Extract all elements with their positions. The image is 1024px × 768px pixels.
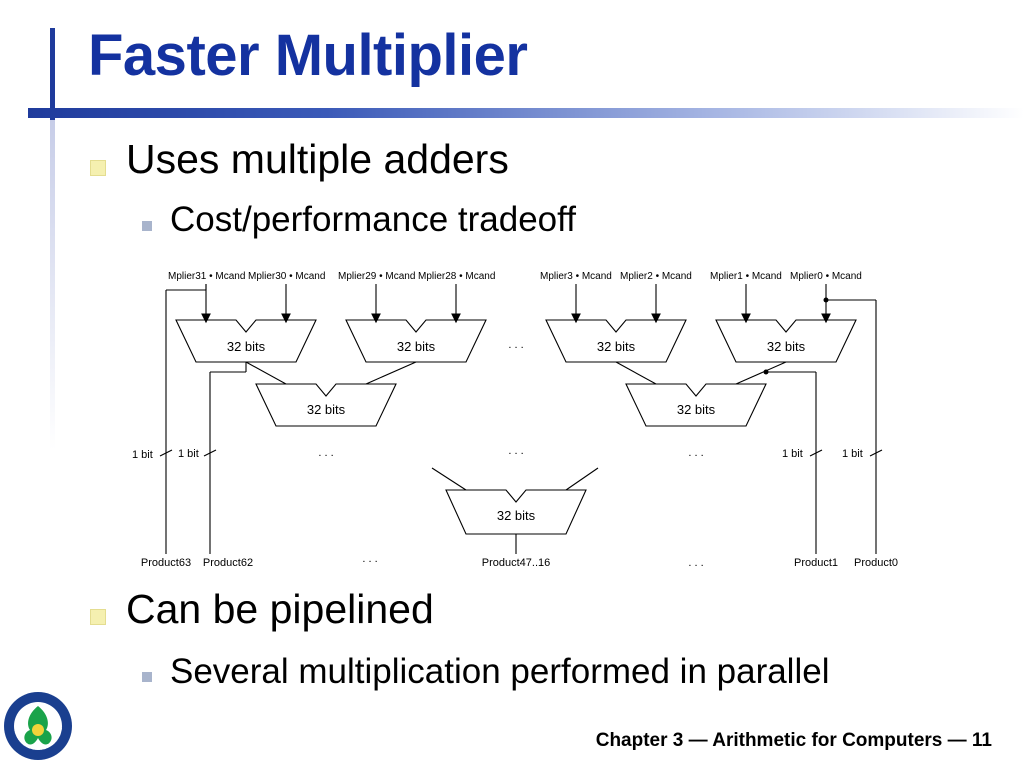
adder-label: 32 bits (677, 402, 716, 417)
input-label: Mplier2 • Mcand (620, 271, 692, 282)
slide-title: Faster Multiplier (88, 23, 528, 88)
bus-label: 1 bit (132, 449, 153, 461)
adder-top-2 (345, 319, 487, 363)
input-label: Mplier0 • Mcand (790, 271, 862, 282)
bullet-marker (90, 609, 106, 625)
ellipsis: . . . (688, 557, 703, 569)
adder-label: 32 bits (497, 508, 536, 523)
ellipsis: . . . (508, 445, 523, 457)
output-label: Product1 (794, 557, 838, 569)
adder-label: 32 bits (307, 402, 346, 417)
sub-bullet-text-2: Several multiplication performed in para… (170, 652, 830, 691)
output-label: Product47..16 (482, 557, 551, 569)
output-label: Product63 (141, 557, 191, 569)
input-label: Mplier3 • Mcand (540, 271, 612, 282)
bus-label: 1 bit (842, 448, 863, 460)
adder-label: 32 bits (227, 339, 266, 354)
adder-final (445, 489, 587, 535)
input-label: Mplier30 • Mcand (248, 271, 325, 282)
bullet-marker (90, 160, 106, 176)
input-label: Mplier29 • Mcand (338, 271, 415, 282)
adder-label: 32 bits (767, 339, 806, 354)
output-label: Product62 (203, 557, 253, 569)
input-label: Mplier1 • Mcand (710, 271, 782, 282)
sub-bullet-text-1: Cost/performance tradeoff (170, 200, 576, 239)
adder-label: 32 bits (397, 339, 436, 354)
bullet-text-1: Uses multiple adders (126, 136, 509, 182)
accent-bar-fade (50, 120, 55, 450)
output-label: Product0 (854, 557, 898, 569)
bullet-text-2: Can be pipelined (126, 586, 434, 632)
adder-top-4 (715, 319, 857, 363)
adder-top-3 (545, 319, 687, 363)
ellipsis: . . . (362, 553, 377, 565)
input-label: Mplier31 • Mcand (168, 271, 245, 282)
bus-label: 1 bit (782, 448, 803, 460)
bus-label: 1 bit (178, 448, 199, 460)
accent-bar-horizontal (28, 108, 1024, 118)
ellipsis: . . . (688, 447, 703, 459)
sub-bullet-marker (142, 221, 152, 231)
adder-top-1 (175, 319, 317, 363)
input-label: Mplier28 • Mcand (418, 271, 495, 282)
university-logo-icon: NATIONAL UNITED UNIVERSITY (2, 690, 72, 760)
ellipsis: . . . (508, 339, 523, 351)
ellipsis: . . . (318, 447, 333, 459)
slide-footer: Chapter 3 — Arithmetic for Computers — 1… (595, 730, 992, 751)
accent-bar-vertical (50, 28, 55, 120)
multiplier-diagram: Mplier31 • Mcand Mplier30 • Mcand Mplier… (132, 271, 898, 569)
adder-label: 32 bits (597, 339, 636, 354)
sub-bullet-marker (142, 672, 152, 682)
